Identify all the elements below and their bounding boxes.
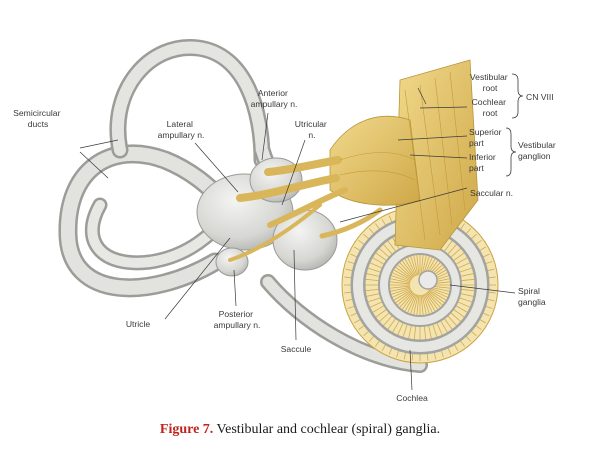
label-vestibular-ganglion: Vestibular ganglion xyxy=(518,140,558,161)
label-vestibular-root: Vestibular root xyxy=(470,72,510,93)
label-inferior-part: Inferior part xyxy=(469,152,498,173)
label-utricle: Utricle xyxy=(126,319,151,329)
label-saccular-n: Saccular n. xyxy=(470,188,513,198)
label-semicircular-ducts: Semicircular ducts xyxy=(13,108,63,129)
cn-viii-brace xyxy=(511,73,524,119)
vestibular-ganglion-brace xyxy=(505,127,517,177)
label-cochlea: Cochlea xyxy=(396,393,428,403)
label-anterior-ampullary-n: Anterior ampullary n. xyxy=(251,88,298,109)
cochlear-duct-base-fill xyxy=(262,276,426,371)
label-cochlear-root: Cochlear root xyxy=(472,97,509,118)
label-saccule: Saccule xyxy=(281,344,312,354)
label-spiral-ganglia: Spiral ganglia xyxy=(518,286,546,307)
figure-caption-text: Vestibular and cochlear (spiral) ganglia… xyxy=(213,422,441,437)
semicircular-ducts-illustration xyxy=(58,39,292,298)
labels: Semicircular ducts Lateral ampullary n. … xyxy=(13,72,558,403)
figure-caption: Figure 7. Vestibular and cochlear (spira… xyxy=(0,422,600,438)
label-superior-part: Superior part xyxy=(469,127,504,148)
leader-lines xyxy=(79,87,516,391)
label-posterior-ampullary-n: Posterior ampullary n. xyxy=(214,309,261,330)
label-lateral-ampullary-n: Lateral ampullary n. xyxy=(158,119,205,140)
label-cn-viii: CN VIII xyxy=(526,92,554,102)
figure-number: Figure 7. xyxy=(159,422,214,437)
label-utricular-n: Utricular n. xyxy=(295,119,329,140)
